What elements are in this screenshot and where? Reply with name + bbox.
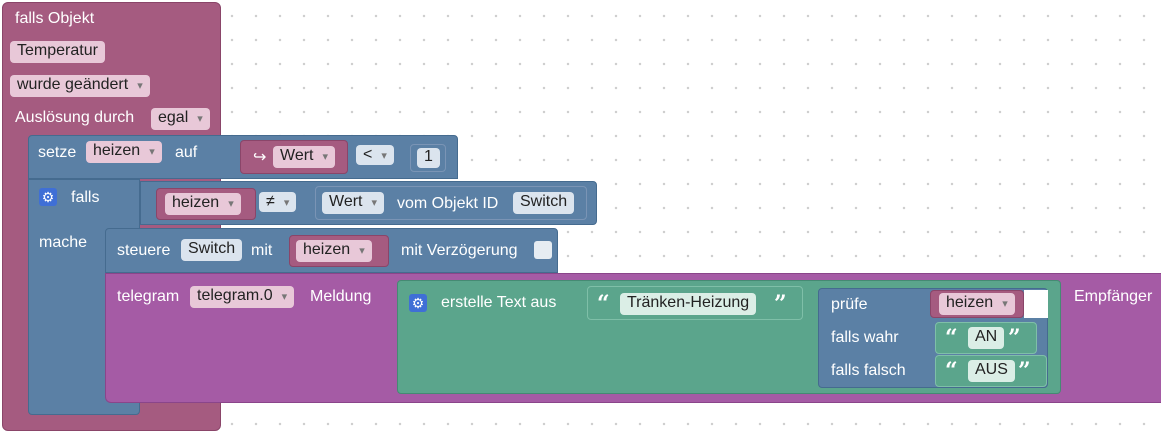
quote-open-icon: “	[945, 325, 958, 351]
quote-open-icon: “	[945, 358, 958, 384]
delay-checkbox[interactable]	[534, 241, 552, 259]
set-to-label: auf	[175, 144, 198, 161]
if-label: falls	[71, 189, 100, 206]
quote-close-icon: ”	[1018, 358, 1031, 384]
compare-op-dropdown[interactable]: <	[356, 145, 394, 165]
text-literal-field[interactable]: Tränken-Heizung	[620, 293, 757, 315]
check-var-dropdown[interactable]: heizen	[939, 293, 1015, 315]
set-label: setze	[38, 144, 77, 161]
quote-close-icon: ”	[774, 291, 787, 317]
true-text-block[interactable]: “ AN ”	[935, 322, 1037, 354]
object-value-block[interactable]: Wert vom Objekt ID Switch	[315, 186, 587, 220]
not-equal-dropdown[interactable]: ≠	[259, 192, 297, 212]
check-label: prüfe	[831, 296, 868, 313]
if-true-label: falls wahr	[831, 329, 899, 346]
control-target-field[interactable]: Switch	[181, 239, 243, 261]
check-slot	[1024, 290, 1048, 318]
if-false-label: falls falsch	[831, 362, 906, 379]
control-with-label: mit	[251, 242, 273, 259]
value-type-dropdown[interactable]: Wert	[322, 192, 385, 214]
variable-value-block[interactable]: ↪ Wert	[240, 140, 348, 174]
arrow-icon: ↪	[253, 149, 267, 166]
message-label: Meldung	[310, 288, 372, 305]
trigger-by-label: Auslösung durch	[15, 109, 135, 126]
true-text-field[interactable]: AN	[968, 327, 1005, 349]
delay-label: mit Verzögerung	[401, 242, 518, 259]
text-join-label: erstelle Text aus	[441, 294, 557, 311]
object-field[interactable]: Temperatur	[10, 41, 105, 63]
set-variable-dropdown[interactable]: heizen	[86, 141, 162, 163]
number-field[interactable]: 1	[417, 148, 440, 168]
condition-var-block[interactable]: heizen	[156, 188, 256, 220]
text-literal-block[interactable]: “ Tränken-Heizung ”	[587, 286, 803, 320]
check-var-block[interactable]: heizen	[930, 290, 1024, 318]
telegram-label: telegram	[117, 288, 180, 305]
condition-var-dropdown[interactable]: heizen	[165, 193, 241, 215]
false-text-block[interactable]: “ AUS ”	[935, 355, 1047, 387]
do-label: mache	[39, 234, 88, 251]
quote-open-icon: “	[597, 291, 610, 317]
trigger-by-dropdown[interactable]: egal	[151, 108, 210, 130]
control-var-block[interactable]: heizen	[289, 235, 389, 267]
false-text-field[interactable]: AUS	[968, 360, 1015, 382]
control-var-dropdown[interactable]: heizen	[296, 240, 372, 262]
telegram-instance-dropdown[interactable]: telegram.0	[190, 286, 295, 308]
gear-icon[interactable]: ⚙	[39, 188, 57, 206]
gear-icon[interactable]: ⚙	[409, 294, 427, 312]
quote-close-icon: ”	[1008, 325, 1021, 351]
recipient-label: Empfänger	[1074, 288, 1153, 305]
control-label: steuere	[117, 242, 171, 259]
value-var-dropdown[interactable]: Wert	[273, 146, 336, 168]
of-object-label: vom Objekt ID	[397, 195, 499, 212]
object-id-field[interactable]: Switch	[513, 192, 575, 214]
number-block[interactable]: 1	[410, 144, 446, 172]
event-title: falls Objekt	[15, 10, 95, 27]
trigger-dropdown[interactable]: wurde geändert	[10, 75, 150, 97]
